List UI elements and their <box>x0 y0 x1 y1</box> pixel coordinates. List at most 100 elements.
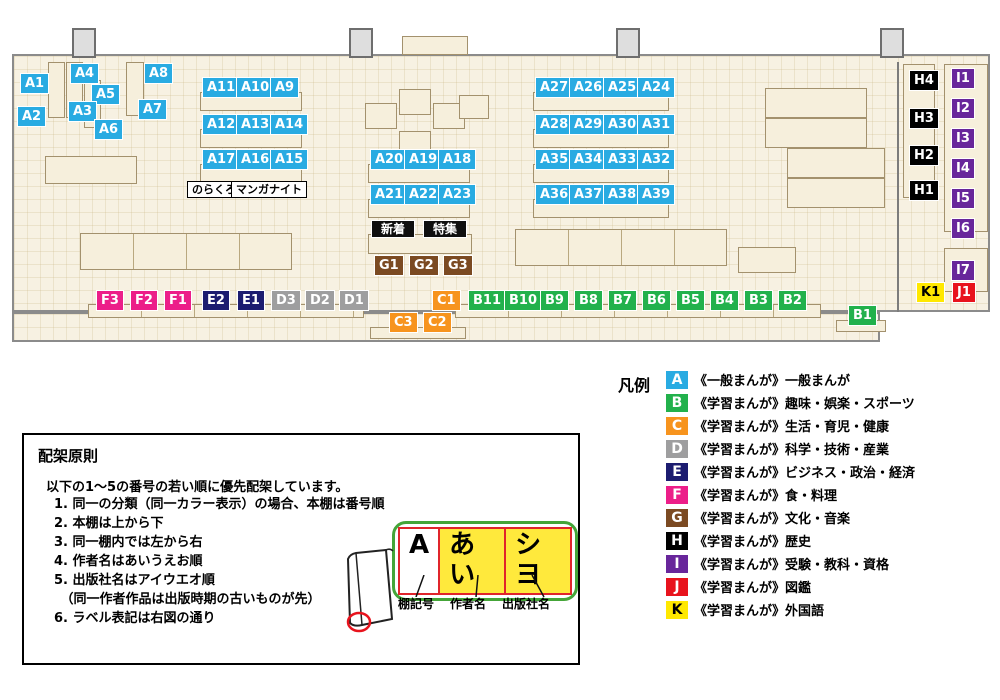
shelf-label-A12: A12 <box>202 114 241 135</box>
shelf-label-I6: I6 <box>951 218 975 239</box>
shelf-block <box>45 156 137 184</box>
shelf-block <box>402 36 468 55</box>
shelf-label-A37: A37 <box>569 184 608 205</box>
shelf-label-I1: I1 <box>951 68 975 89</box>
shelf-label-A36: A36 <box>535 184 574 205</box>
shelf-label-J1: J1 <box>952 282 976 303</box>
label-part-caption: 出版社名 <box>502 597 551 611</box>
legend-row-I: I 《学習まんが》受験・教科・資格 <box>666 554 915 573</box>
pointer-lines <box>415 575 545 597</box>
legend-color-chip-H: H <box>666 531 689 550</box>
wall-pillar <box>616 28 640 58</box>
wall-pillar <box>72 28 96 58</box>
shelf-label-H2: H2 <box>909 145 939 166</box>
rule-item: 6. ラベル表記は右図の通り <box>54 611 216 626</box>
legend-row-B: B《学習まんが》趣味・娯楽・スポーツ <box>666 393 915 412</box>
wall-pillar <box>880 28 904 58</box>
shelf-label-A2: A2 <box>17 106 47 127</box>
shelf-label-A18: A18 <box>438 149 477 170</box>
shelf-label-B6: B6 <box>642 290 671 311</box>
shelf-label-C1: C1 <box>432 290 461 311</box>
shelf-label-H1: H1 <box>909 180 939 201</box>
shelf-label-A20: A20 <box>370 149 409 170</box>
shelf-label-A33: A33 <box>603 149 642 170</box>
shelf-label-A21: A21 <box>370 184 409 205</box>
legend-label: 《学習まんが》外国語 <box>694 604 825 619</box>
rule-item: 4. 作者名はあいうえお順 <box>54 554 203 569</box>
shelf-block <box>787 178 885 208</box>
rule-item: 1. 同一の分類（同一カラー表示）の場合、本棚は番号順 <box>54 497 385 512</box>
shelf-label-A14: A14 <box>270 114 309 135</box>
rule-item: 2. 本棚は上から下 <box>54 516 164 531</box>
shelf-label-I2: I2 <box>951 98 975 119</box>
legend-color-chip-G: G <box>666 508 689 527</box>
shelf-block <box>765 118 867 148</box>
shelf-label-B1: B1 <box>848 305 877 326</box>
legend-color-chip-D: D <box>666 439 689 458</box>
shelf-label-A26: A26 <box>569 77 608 98</box>
shelf-label-I3: I3 <box>951 128 975 149</box>
shelf-label-H3: H3 <box>909 108 939 129</box>
legend-label: 《一般まんが》一般まんが <box>694 374 851 389</box>
shelf-block <box>48 62 65 118</box>
shelf-label-A23: A23 <box>438 184 477 205</box>
legend-label: 《学習まんが》生活・育児・健康 <box>694 420 890 435</box>
rules-list: 1. 同一の分類（同一カラー表示）の場合、本棚は番号順 2. 本棚は上から下 3. … <box>24 495 578 628</box>
shelf-label-B3: B3 <box>744 290 773 311</box>
shelf-label-A3: A3 <box>68 101 98 122</box>
label-example-cell: シヨ <box>504 527 572 595</box>
shelf-label-A11: A11 <box>202 77 241 98</box>
shelf-label-D1: D1 <box>339 290 369 311</box>
shelf-label-G3: G3 <box>443 255 473 276</box>
shelf-label-A31: A31 <box>637 114 676 135</box>
legend-row-E: E《学習まんが》ビジネス・政治・経済 <box>666 462 915 481</box>
shelf-label-A1: A1 <box>20 73 50 94</box>
shelf-label-A30: A30 <box>603 114 642 135</box>
legend-label: 《学習まんが》歴史 <box>694 535 812 550</box>
wall-segment <box>897 62 899 312</box>
shelf-label-H4: H4 <box>909 70 939 91</box>
shelf-label-K1: K1 <box>916 282 946 303</box>
shelf-block <box>459 95 489 119</box>
legend-color-chip-K: K <box>666 600 689 619</box>
legend-row-K: K 《学習まんが》外国語 <box>666 600 915 619</box>
shelf-label-F3: F3 <box>96 290 124 311</box>
shelf-label-B4: B4 <box>710 290 739 311</box>
shelf-label-A28: A28 <box>535 114 574 135</box>
legend-color-chip-I: I <box>666 554 689 573</box>
shelf-block <box>399 89 431 115</box>
map-tag: 新着 <box>371 220 416 238</box>
legend-row-F: F《学習まんが》食・料理 <box>666 485 915 504</box>
shelf-label-B8: B8 <box>574 290 603 311</box>
legend-color-chip-B: B <box>666 393 689 412</box>
legend-color-chip-C: C <box>666 416 689 435</box>
shelf-label-A32: A32 <box>637 149 676 170</box>
legend-color-chip-A: A <box>666 370 689 389</box>
shelf-label-I4: I4 <box>951 158 975 179</box>
shelf-label-E1: E1 <box>237 290 265 311</box>
shelf-label-A17: A17 <box>202 149 241 170</box>
legend-row-D: D 《学習まんが》科学・技術・産業 <box>666 439 915 458</box>
shelf-label-A25: A25 <box>603 77 642 98</box>
legend-entries: A 《一般まんが》一般まんが B《学習まんが》趣味・娯楽・スポーツ C 《学習まんが》生… <box>666 370 915 623</box>
label-part-caption: 棚記号 <box>398 597 435 611</box>
legend-label: 《学習まんが》受験・教科・資格 <box>694 558 890 573</box>
legend-color-chip-E: E <box>666 462 689 481</box>
shelf-label-A13: A13 <box>236 114 275 135</box>
shelf-block <box>765 88 867 118</box>
shelf-block <box>80 233 292 270</box>
rule-item: （同一作者作品は出版時期の古いものが先） <box>54 592 321 607</box>
shelf-label-F2: F2 <box>130 290 158 311</box>
legend-label: 《学習まんが》食・料理 <box>694 489 838 504</box>
rule-item: 3. 同一棚内では左から右 <box>54 535 203 550</box>
legend-title: 凡例 <box>618 376 651 395</box>
legend-label: 《学習まんが》科学・技術・産業 <box>694 443 890 458</box>
shelf-label-A8: A8 <box>144 63 174 84</box>
shelf-label-A24: A24 <box>637 77 676 98</box>
legend-label: 《学習まんが》文化・音楽 <box>694 512 851 527</box>
label-example-cell: A <box>398 527 441 595</box>
shelf-label-I5: I5 <box>951 188 975 209</box>
